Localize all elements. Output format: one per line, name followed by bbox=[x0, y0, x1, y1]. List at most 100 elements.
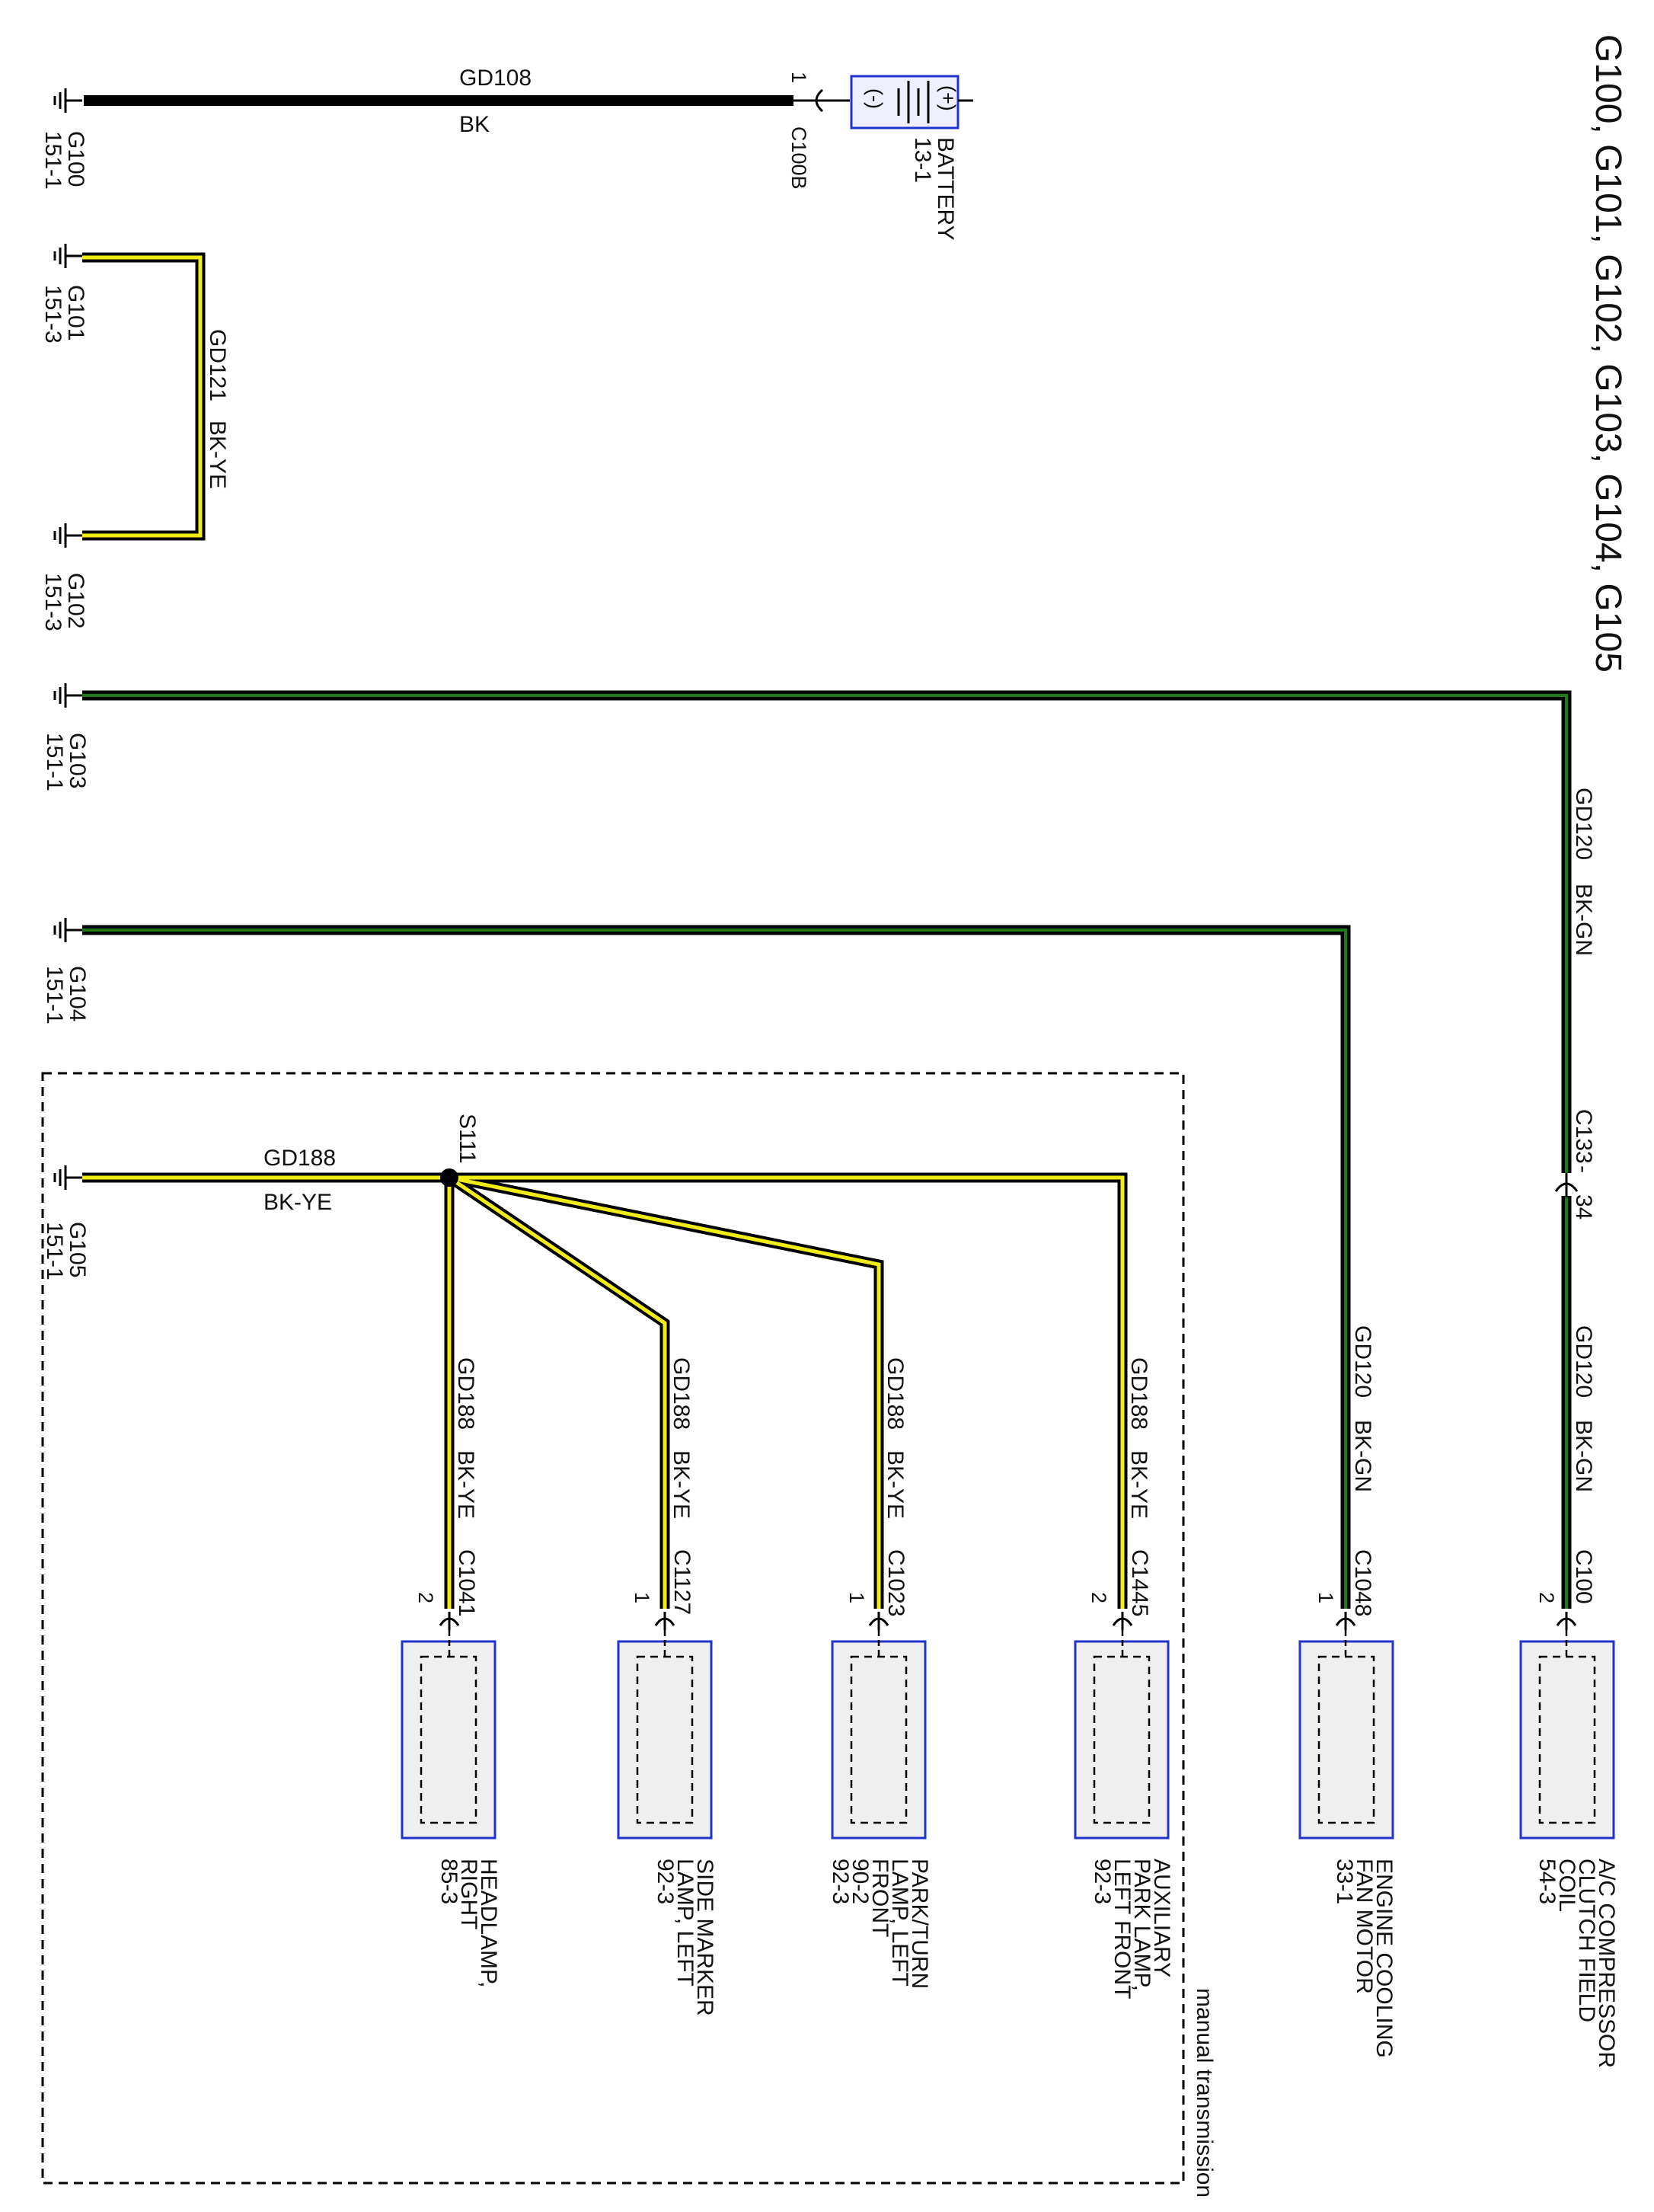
component-park-turn-lamp: PARK/TURN LAMP, LEFT FRONT 90-2 92-3 bbox=[828, 1630, 932, 1989]
component-side-line1: SIDE MARKER bbox=[692, 1859, 717, 2016]
battery-connector-c100b: 1 C100B bbox=[787, 72, 850, 190]
inline-connector-c133: C133 - 34 bbox=[1554, 1109, 1596, 1219]
diagram-title: G100, G101, G102, G103, G104, G105 bbox=[1588, 34, 1628, 673]
wire-gd188-main-color: BK-YE bbox=[263, 1190, 332, 1215]
branch-head-color: BK-YE bbox=[453, 1450, 478, 1519]
branch-side-color: BK-YE bbox=[669, 1450, 694, 1519]
ground-g104-name: G104 bbox=[65, 966, 90, 1021]
inline-connector-pin: 34 bbox=[1571, 1194, 1596, 1219]
wire-gd188-main-circuit: GD188 bbox=[263, 1146, 336, 1171]
component-ac-line1: A/C COMPRESSOR bbox=[1594, 1859, 1619, 2068]
option-box-label: manual transmission bbox=[1192, 1988, 1217, 2198]
connector-c1445-pin: 2 bbox=[1087, 1592, 1110, 1603]
component-fan-ref: 33-1 bbox=[1332, 1859, 1357, 1904]
battery-name: BATTERY bbox=[933, 137, 958, 241]
connector-c1127-name: C1127 bbox=[669, 1549, 694, 1615]
splice-label: S111 bbox=[455, 1114, 480, 1164]
branch-labels: GD188 BK-YE GD188 BK-YE GD188 BK-YE GD18… bbox=[453, 1357, 1151, 1519]
ground-g105-ref: 151-1 bbox=[42, 1222, 67, 1280]
connector-c1127-pin: 1 bbox=[631, 1592, 653, 1603]
connector-c100-pin: 2 bbox=[1535, 1592, 1558, 1603]
ground-g101-ref: 151-3 bbox=[40, 285, 65, 344]
component-aux-park-lamp: AUXILIARY PARK LAMP, LEFT FRONT 92-3 bbox=[1074, 1630, 1174, 1999]
battery-ref: 13-1 bbox=[910, 137, 935, 183]
connector-c1048-pin: 1 bbox=[1314, 1592, 1337, 1603]
component-fan-line1: ENGINE COOLING bbox=[1371, 1859, 1397, 2058]
wire-gd121-color: BK-YE bbox=[205, 420, 230, 489]
component-engine-cooling-fan: ENGINE COOLING FAN MOTOR 33-1 bbox=[1298, 1630, 1397, 2058]
battery-pos-terminal: (+) bbox=[937, 85, 960, 111]
component-park-ref1: 90-2 bbox=[848, 1859, 873, 1904]
connector-c1445: C1445 2 bbox=[1087, 1549, 1152, 1632]
component-fan-line2: FAN MOTOR bbox=[1352, 1859, 1377, 1994]
component-park-line2: LAMP, LEFT bbox=[887, 1859, 912, 1987]
component-aux-line1: AUXILIARY bbox=[1149, 1859, 1174, 1977]
connector-c1445-name: C1445 bbox=[1127, 1549, 1152, 1616]
branch-aux-circuit: GD188 bbox=[1126, 1357, 1151, 1430]
component-side-line2: LAMP, LEFT bbox=[672, 1859, 698, 1987]
connector-c100: C100 2 bbox=[1535, 1549, 1596, 1632]
wire-gd121-circuit: GD121 bbox=[205, 329, 230, 401]
branch-park-color: BK-YE bbox=[883, 1450, 908, 1519]
component-ac-line3: COIL bbox=[1554, 1859, 1579, 1912]
option-box-manual-transmission: manual transmission bbox=[41, 1072, 1217, 2198]
component-ac-compressor: A/C COMPRESSOR CLUTCH FIELD COIL 54-3 bbox=[1519, 1630, 1619, 2068]
component-head-line1: HEADLAMP, bbox=[476, 1859, 501, 1988]
component-side-marker-lamp: SIDE MARKER LAMP, LEFT 92-3 bbox=[617, 1630, 717, 2016]
wire-gd188-network: GD188 BK-YE bbox=[82, 1146, 1128, 1609]
connector-c1048-name: C1048 bbox=[1350, 1549, 1375, 1616]
branch-side-circuit: GD188 bbox=[669, 1357, 694, 1430]
inline-connector-label: C133 bbox=[1571, 1109, 1596, 1164]
battery: (-) (+) BATTERY 13-1 bbox=[850, 75, 973, 241]
ground-g103: G103 151-1 bbox=[42, 682, 90, 791]
connector-c1127: C1127 1 bbox=[631, 1549, 694, 1632]
component-ac-line2: CLUTCH FIELD bbox=[1574, 1859, 1599, 2022]
ground-g101-name: G101 bbox=[63, 285, 88, 340]
connector-c1041-name: C1041 bbox=[454, 1549, 479, 1616]
wire-gd120-g104: GD120 BK-GN bbox=[82, 925, 1375, 1609]
branch-aux-color: BK-YE bbox=[1126, 1450, 1151, 1519]
ground-g103-name: G103 bbox=[65, 733, 90, 788]
component-aux-ref: 92-3 bbox=[1090, 1859, 1115, 1904]
connector-c1023-name: C1023 bbox=[883, 1549, 908, 1616]
wire-gd120-upper-circuit: GD120 bbox=[1571, 788, 1596, 860]
component-park-line1: PARK/TURN bbox=[907, 1859, 932, 1989]
component-head-line2: RIGHT bbox=[456, 1859, 481, 1929]
ground-g100: G100 151-1 bbox=[40, 87, 88, 190]
component-park-line3: FRONT bbox=[867, 1859, 892, 1937]
wire-gd120-fan-color: BK-GN bbox=[1350, 1420, 1375, 1492]
ground-g105: G105 151-1 bbox=[42, 1164, 90, 1280]
connector-c1041-pin: 2 bbox=[414, 1592, 437, 1603]
ground-g102: G102 151-3 bbox=[40, 522, 88, 631]
ground-g104-ref: 151-1 bbox=[42, 966, 67, 1024]
branch-head-circuit: GD188 bbox=[453, 1357, 478, 1430]
component-head-ref: 85-3 bbox=[436, 1859, 461, 1904]
wire-gd120-g103: GD120 BK-GN GD120 BK-GN bbox=[82, 690, 1596, 1609]
branch-park-circuit: GD188 bbox=[883, 1357, 908, 1430]
wire-gd120-lower-color: BK-GN bbox=[1571, 1420, 1596, 1492]
wire-gd108-circuit: GD108 bbox=[459, 66, 532, 91]
connector-c1041: C1041 2 bbox=[414, 1549, 479, 1632]
splice-s111: S111 bbox=[440, 1114, 480, 1187]
wire-gd108-color: BK bbox=[459, 112, 490, 137]
connector-c1023: C1023 1 bbox=[845, 1549, 908, 1632]
component-park-ref2: 92-3 bbox=[828, 1859, 853, 1904]
wire-gd120-fan-circuit: GD120 bbox=[1350, 1325, 1375, 1398]
inline-connector-dash: - bbox=[1571, 1165, 1596, 1173]
ground-g105-name: G105 bbox=[65, 1222, 90, 1277]
wire-gd120-lower-circuit: GD120 bbox=[1571, 1325, 1596, 1398]
wire-gd120-upper-color: BK-GN bbox=[1571, 884, 1596, 956]
component-side-ref: 92-3 bbox=[653, 1859, 678, 1904]
ground-g103-ref: 151-1 bbox=[42, 733, 67, 791]
ground-g104: G104 151-1 bbox=[42, 916, 90, 1024]
component-ac-ref: 54-3 bbox=[1534, 1859, 1560, 1904]
battery-neg-terminal: (-) bbox=[864, 88, 886, 109]
connector-c1023-pin: 1 bbox=[845, 1592, 868, 1603]
wire-gd121: GD121 BK-YE bbox=[82, 252, 230, 541]
battery-connector-name: C100B bbox=[787, 126, 810, 190]
component-headlamp-right: HEADLAMP, RIGHT 85-3 bbox=[401, 1630, 501, 1988]
ground-g101: G101 151-3 bbox=[40, 242, 88, 344]
ground-g102-name: G102 bbox=[63, 573, 88, 628]
component-aux-line3: LEFT FRONT bbox=[1110, 1859, 1135, 1999]
